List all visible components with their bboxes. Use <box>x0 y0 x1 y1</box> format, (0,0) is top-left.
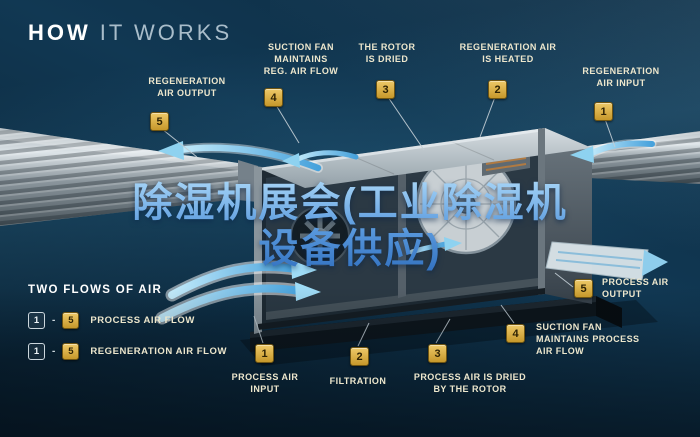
legend-row-regeneration-air-flow: 1 - 5 REGENERATION AIR FLOW <box>28 343 227 360</box>
step-badge-5-process-output: 5 <box>574 279 593 298</box>
step-badge-4-regeneration-fan: 4 <box>264 88 283 107</box>
process-fan <box>290 206 350 266</box>
label-process-air-output: PROCESS AIR OUTPUT <box>602 277 669 299</box>
step-badge-1-regeneration-input: 1 <box>594 102 613 121</box>
legend-label-process: PROCESS AIR FLOW <box>90 315 195 326</box>
page-title: HOW IT WORKS <box>28 20 232 46</box>
corrugated-duct-right <box>588 131 700 184</box>
rotor <box>415 153 517 255</box>
legend-badge-end: 5 <box>62 343 80 360</box>
legend-dash: - <box>52 315 56 326</box>
step-badge-2-filtration: 2 <box>350 347 369 366</box>
label-process-air-dried: PROCESS AIR IS DRIED BY THE ROTOR <box>413 372 527 394</box>
step-badge-1-process-input: 1 <box>255 344 274 363</box>
title-it-works: IT WORKS <box>99 20 233 45</box>
label-process-air-input: PROCESS AIR INPUT <box>231 372 299 394</box>
legend-badge-start: 1 <box>28 312 45 329</box>
watermark-text: 除湿机展会(工业除湿机 设备供应) <box>50 180 650 273</box>
label-regeneration-air-output: REGENERATION AIR OUTPUT <box>148 76 226 98</box>
label-suction-fan-reg: SUCTION FAN MAINTAINS REG. AIR FLOW <box>263 42 339 76</box>
step-badge-5-regeneration-output: 5 <box>150 112 169 131</box>
label-suction-fan-process: SUCTION FAN MAINTAINS PROCESS AIR FLOW <box>536 322 640 356</box>
step-badge-4-process-fan: 4 <box>506 324 525 343</box>
duct-collar-left <box>238 160 258 202</box>
legend-dash: - <box>52 346 56 357</box>
legend: TWO FLOWS OF AIR 1 - 5 PROCESS AIR FLOW … <box>28 284 227 374</box>
legend-title: TWO FLOWS OF AIR <box>28 284 163 296</box>
label-regeneration-air-input: REGENERATION AIR INPUT <box>582 66 660 88</box>
label-filtration: FILTRATION <box>329 376 387 386</box>
legend-label-regeneration: REGENERATION AIR FLOW <box>90 346 227 357</box>
step-badge-3-rotor-dried: 3 <box>376 80 395 99</box>
step-badge-3-process-dried: 3 <box>428 344 447 363</box>
corrugated-duct-left <box>0 128 238 226</box>
step-badge-2-regeneration-heated: 2 <box>488 80 507 99</box>
legend-badge-end: 5 <box>62 312 80 329</box>
fabric-duct-process-output <box>545 241 668 281</box>
label-regeneration-air-heated: REGENERATION AIR IS HEATED <box>459 42 557 64</box>
title-how: HOW <box>28 20 91 45</box>
legend-row-process-air-flow: 1 - 5 PROCESS AIR FLOW <box>28 312 227 329</box>
legend-badge-start: 1 <box>28 343 45 360</box>
label-rotor-is-dried: THE ROTOR IS DRIED <box>358 42 416 64</box>
